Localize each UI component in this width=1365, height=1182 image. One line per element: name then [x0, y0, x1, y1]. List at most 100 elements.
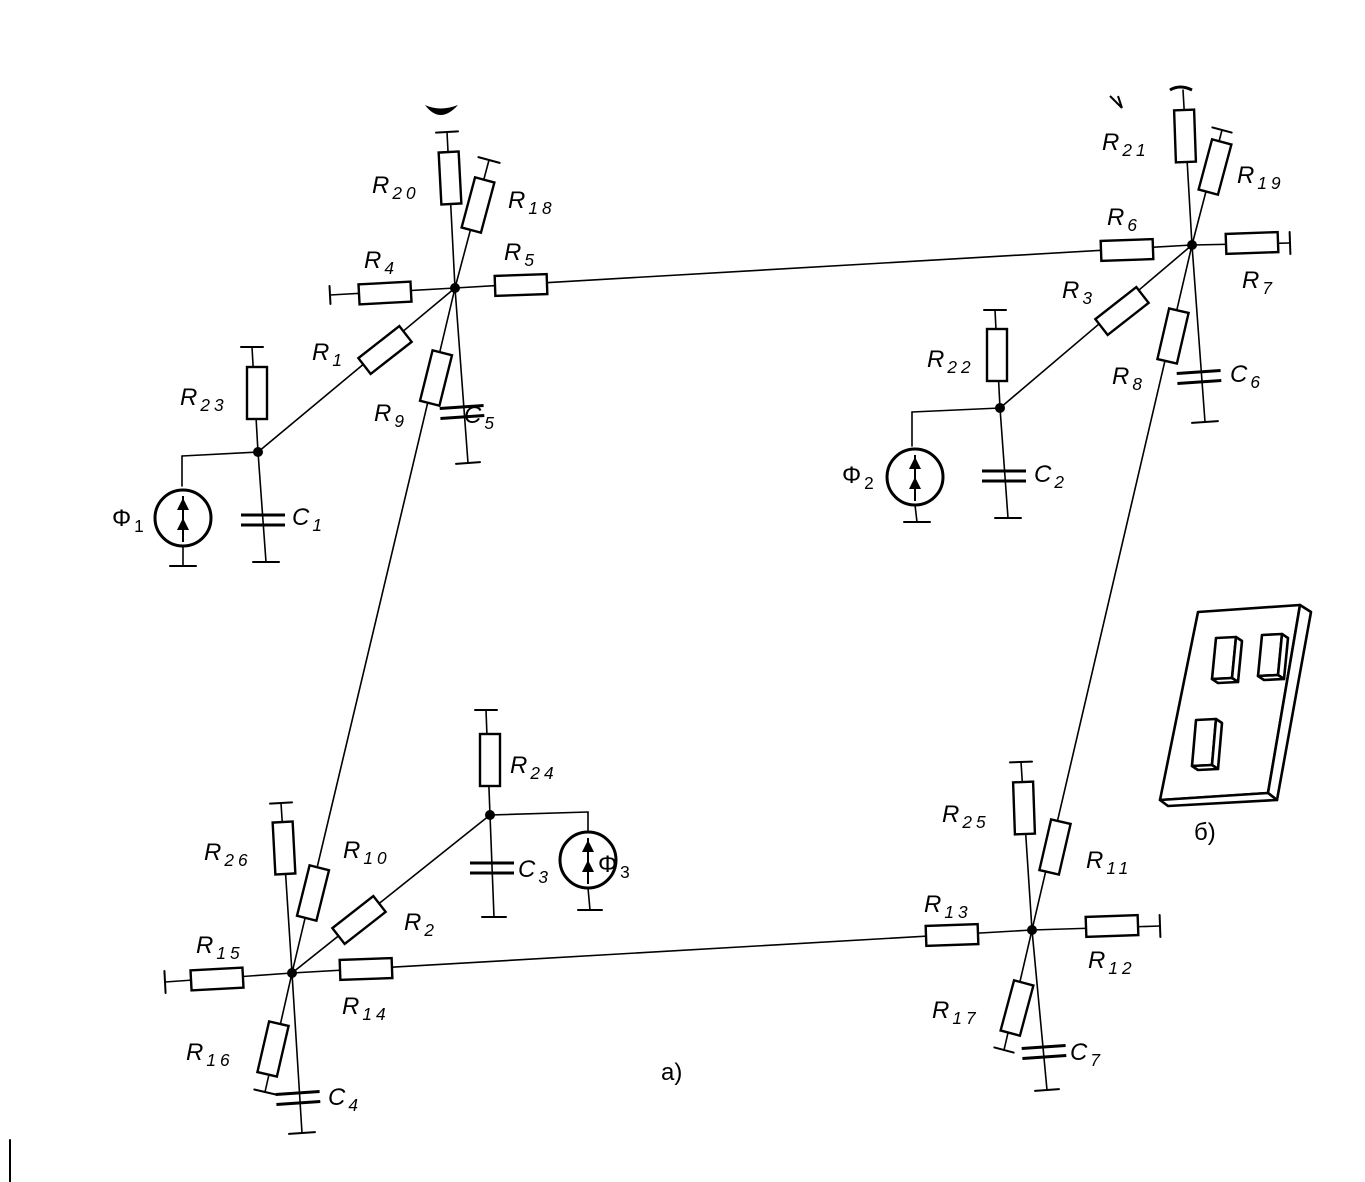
- label-subscript: 15: [216, 943, 243, 963]
- capacitor-c3: [470, 861, 514, 875]
- source-arrow-head: [909, 457, 921, 469]
- resistor-r9: [418, 348, 454, 408]
- label-main: R: [180, 384, 197, 411]
- resistor-r6: [1099, 237, 1155, 263]
- capacitor-plate: [1177, 378, 1222, 386]
- junction-g: [485, 810, 495, 820]
- capacitor-plate: [439, 403, 484, 411]
- wire: [911, 407, 1001, 413]
- chip-3-front: [1190, 763, 1220, 772]
- terminal-r21: [1169, 85, 1193, 92]
- resistor-r7: [1224, 230, 1280, 256]
- label-main: R: [312, 339, 329, 366]
- capacitor-c1: [241, 513, 285, 527]
- label-main: C: [1070, 1039, 1088, 1066]
- label-subscript: 1: [332, 350, 346, 370]
- terminal-c5: [455, 461, 481, 465]
- junction-f: [995, 403, 1005, 413]
- label-main: R: [1102, 129, 1119, 156]
- label-subscript: 5: [524, 250, 538, 270]
- junction-b: [1187, 240, 1197, 250]
- terminal-c7: [1034, 1088, 1060, 1092]
- terminal-r15: [163, 970, 167, 994]
- wire: [454, 244, 1193, 289]
- resistor-r25: [1011, 780, 1037, 836]
- label-subscript: 2: [864, 473, 878, 493]
- resistor-r20: [437, 150, 463, 206]
- wire: [291, 929, 1033, 974]
- label-main: Φ: [112, 505, 131, 532]
- label-subscript: 5: [484, 413, 498, 433]
- wire: [489, 811, 589, 816]
- label-subscript: 4: [384, 258, 398, 278]
- wire: [914, 504, 918, 523]
- label-main: C: [1230, 361, 1248, 388]
- resistor-r26: [271, 820, 297, 876]
- resistor-r3: [1093, 285, 1151, 337]
- label-main: C: [292, 504, 310, 531]
- label-main: R: [508, 187, 525, 214]
- terminal-r25: [1009, 760, 1033, 764]
- label-subscript: 2: [423, 920, 438, 940]
- resistor-r23: [245, 365, 269, 421]
- wire: [999, 407, 1009, 519]
- label-subscript: 18: [528, 198, 555, 218]
- resistor-r17: [999, 978, 1035, 1038]
- capacitor-c2: [982, 469, 1026, 483]
- components: [9, 85, 1292, 1182]
- capacitor-plate: [276, 1099, 321, 1107]
- label-subscript: 4: [348, 1095, 362, 1115]
- resistor-r1: [356, 324, 414, 376]
- capacitor-plate: [1176, 368, 1221, 376]
- label-subscript: 7: [1262, 278, 1276, 298]
- capacitor-c6: [1176, 368, 1222, 386]
- label-main: R: [186, 1039, 203, 1066]
- label-main: R: [204, 839, 221, 866]
- label-subscript: 19: [1257, 173, 1284, 193]
- resistor-r10: [295, 863, 331, 923]
- resistor-r13: [924, 922, 980, 948]
- label-main: R: [942, 801, 959, 828]
- label-main: R: [404, 909, 421, 936]
- junction-d: [1027, 925, 1037, 935]
- resistor-r8: [1155, 306, 1191, 366]
- label-subscript: 11: [1106, 858, 1132, 878]
- resistor-r21: [1172, 108, 1198, 164]
- terminal-r20: [435, 130, 459, 134]
- wire: [489, 814, 495, 918]
- label-main: Φ: [598, 851, 617, 878]
- label-main: C: [1034, 461, 1052, 488]
- wire: [999, 244, 1193, 409]
- label-main: R: [196, 932, 213, 959]
- caption-b: б): [1194, 819, 1216, 846]
- current-source-phi1: [153, 488, 213, 548]
- inset-board-sketch: [1158, 603, 1313, 808]
- chip-2-front: [1256, 673, 1286, 682]
- current-source-phi3: [558, 830, 618, 890]
- terminal-c4: [288, 1131, 316, 1135]
- label-subscript: 13: [944, 902, 971, 922]
- terminal-r16: [253, 1088, 277, 1096]
- label-subscript: 1: [312, 515, 326, 535]
